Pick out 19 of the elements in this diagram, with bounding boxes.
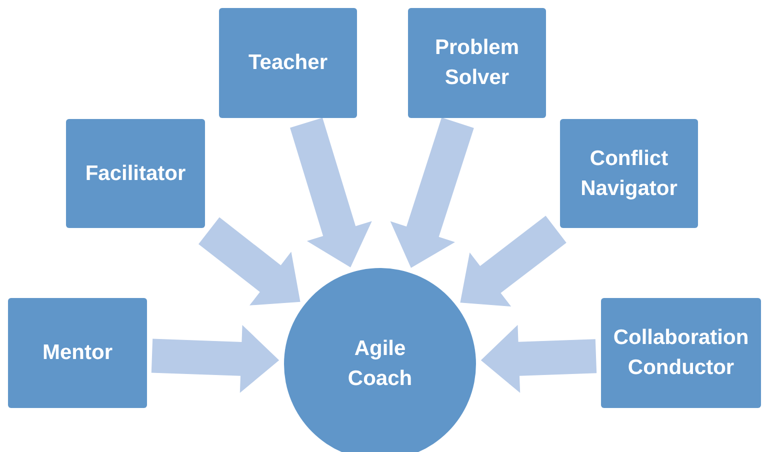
role-box — [8, 298, 147, 408]
role-label: Conflict Navigator — [580, 146, 678, 202]
block-arrow — [390, 118, 474, 268]
role-label: Agile Coach — [346, 336, 414, 392]
role-box — [601, 298, 761, 408]
role-label: Mentor — [42, 340, 114, 366]
block-arrow — [290, 118, 372, 268]
block-arrow — [151, 325, 280, 393]
role-label: Facilitator — [84, 160, 187, 186]
role-box — [66, 119, 205, 228]
block-arrow — [460, 216, 566, 306]
block-arrow — [480, 324, 597, 393]
role-box — [560, 119, 698, 228]
block-arrow — [198, 217, 300, 306]
role-label: Problem Solver — [434, 35, 520, 91]
role-box — [219, 8, 357, 118]
role-box — [408, 8, 546, 118]
role-label: Collaboration Conductor — [612, 325, 750, 381]
role-label: Teacher — [248, 50, 328, 76]
